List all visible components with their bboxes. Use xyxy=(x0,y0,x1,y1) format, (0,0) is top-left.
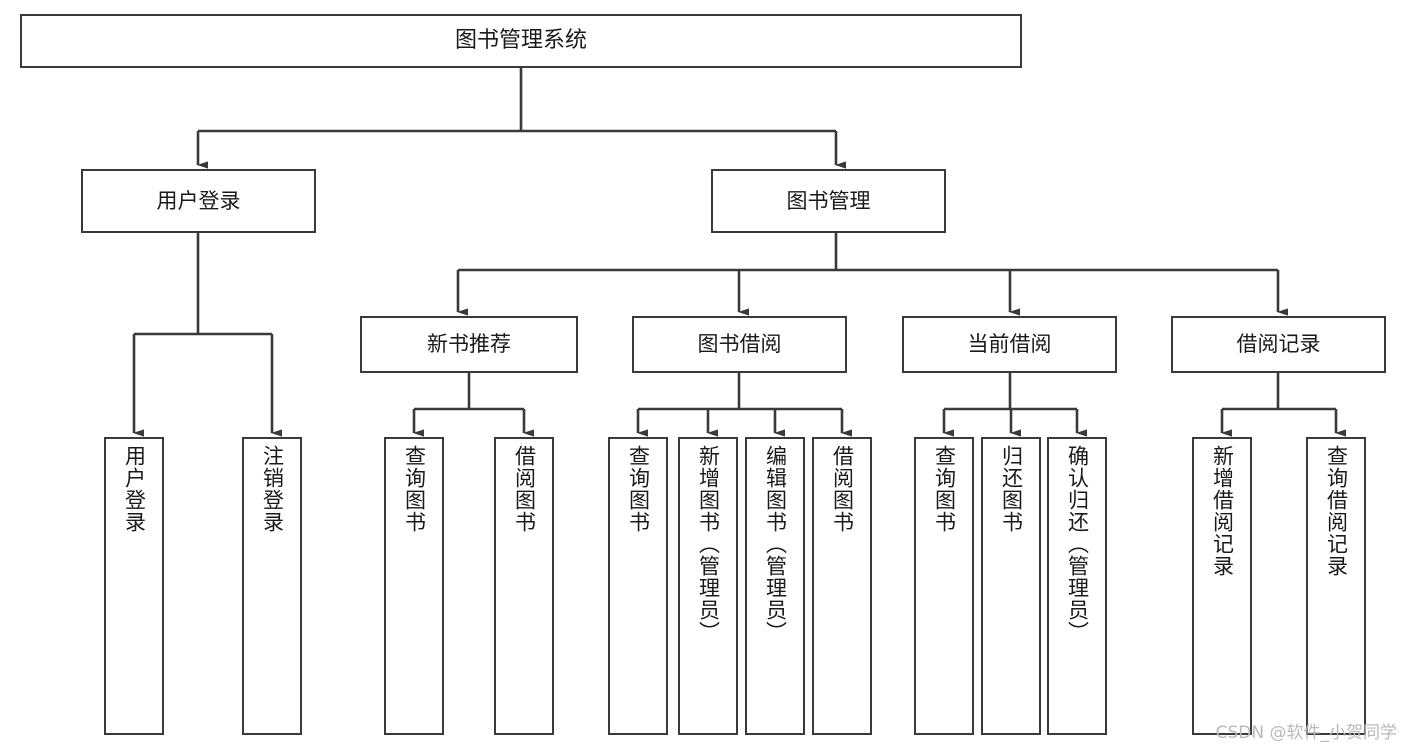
node-leaf-add-borrow-record[interactable]: 新增借阅记录 xyxy=(1192,437,1252,735)
node-user-login[interactable]: 用户登录 xyxy=(81,169,316,233)
node-label: 图书管理 xyxy=(786,188,871,213)
node-label: 编辑图书（管理员） xyxy=(763,445,788,643)
node-label: 新增图书（管理员） xyxy=(696,445,721,643)
node-label: 查询图书 xyxy=(626,445,651,533)
node-label: 新增借阅记录 xyxy=(1210,445,1235,577)
node-label: 注销登录 xyxy=(260,445,285,533)
node-leaf-query-book-cb[interactable]: 查询图书 xyxy=(914,437,974,735)
node-leaf-confirm-return-admin[interactable]: 确认归还（管理员） xyxy=(1047,437,1107,735)
node-borrow-record[interactable]: 借阅记录 xyxy=(1171,316,1386,373)
node-book-borrow[interactable]: 图书借阅 xyxy=(632,316,847,373)
node-label: 图书借阅 xyxy=(697,332,782,357)
node-root-book-management-system[interactable]: 图书管理系统 xyxy=(20,14,1022,68)
node-current-borrow[interactable]: 当前借阅 xyxy=(902,316,1117,373)
node-leaf-borrow-book-nb[interactable]: 借阅图书 xyxy=(494,437,554,735)
node-leaf-query-book-nb[interactable]: 查询图书 xyxy=(384,437,444,735)
node-label: 图书管理系统 xyxy=(454,28,587,54)
node-label: 用户登录 xyxy=(122,445,147,533)
node-leaf-logout[interactable]: 注销登录 xyxy=(242,437,302,735)
node-label: 借阅图书 xyxy=(830,445,855,533)
node-label: 确认归还（管理员） xyxy=(1065,445,1090,643)
node-label: 当前借阅 xyxy=(967,332,1052,357)
node-leaf-return-book[interactable]: 归还图书 xyxy=(981,437,1041,735)
node-label: 借阅记录 xyxy=(1236,332,1321,357)
node-leaf-edit-book-admin[interactable]: 编辑图书（管理员） xyxy=(745,437,805,735)
node-label: 查询借阅记录 xyxy=(1324,445,1349,577)
node-leaf-add-book-admin[interactable]: 新增图书（管理员） xyxy=(678,437,738,735)
node-new-book-recommend[interactable]: 新书推荐 xyxy=(360,316,578,373)
node-leaf-borrow-book-bb[interactable]: 借阅图书 xyxy=(812,437,872,735)
node-label: 借阅图书 xyxy=(512,445,537,533)
node-label: 查询图书 xyxy=(932,445,957,533)
node-label: 用户登录 xyxy=(156,188,241,213)
node-book-management[interactable]: 图书管理 xyxy=(711,169,946,233)
watermark-text: CSDN @软件_小贺同学 xyxy=(1215,723,1397,743)
node-leaf-user-login[interactable]: 用户登录 xyxy=(104,437,164,735)
node-leaf-query-book-bb[interactable]: 查询图书 xyxy=(608,437,668,735)
node-label: 新书推荐 xyxy=(427,332,511,357)
node-label: 查询图书 xyxy=(402,445,427,533)
node-label: 归还图书 xyxy=(999,445,1024,533)
node-leaf-query-borrow-record[interactable]: 查询借阅记录 xyxy=(1306,437,1366,735)
